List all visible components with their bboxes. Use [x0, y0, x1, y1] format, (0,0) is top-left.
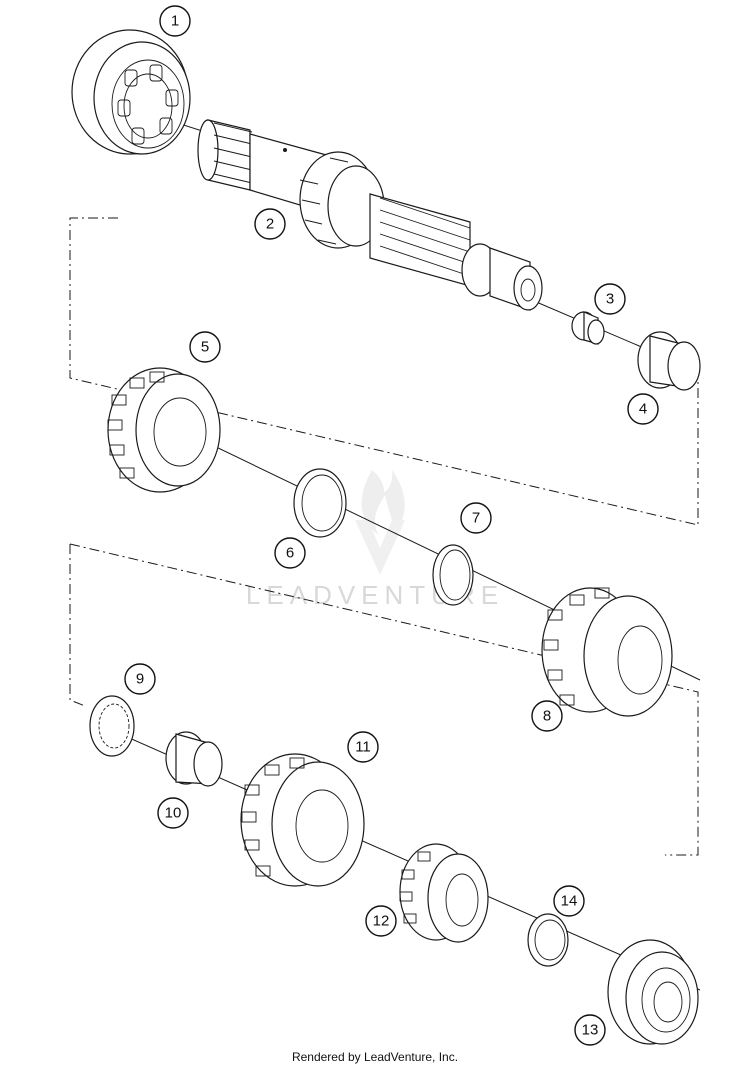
callout-7: 7: [460, 502, 492, 534]
svg-text:12: 12: [373, 913, 390, 930]
callout-10: 10: [157, 797, 189, 829]
callout-13: 13: [574, 1014, 606, 1046]
part-1-roller-bearing: [71, 29, 191, 155]
callout-1: 1: [159, 5, 191, 37]
part-6-thrust-washer: [293, 468, 347, 538]
part-12-gear: [399, 843, 489, 943]
svg-text:11: 11: [355, 739, 371, 756]
part-7-snap-ring: [432, 544, 474, 606]
part-4-bearing-race: [637, 331, 701, 391]
svg-text:10: 10: [165, 805, 182, 822]
callout-8: 8: [531, 700, 563, 732]
part-8-sliding-gear: [541, 587, 673, 717]
part-9-splined-washer: [89, 695, 135, 757]
callout-6: 6: [274, 537, 306, 569]
callout-12: 12: [365, 905, 397, 937]
svg-text:14: 14: [561, 893, 578, 910]
part-5-gear: [107, 367, 221, 493]
assembly-outline-upper: [69, 217, 699, 526]
svg-text:2: 2: [266, 216, 274, 233]
svg-text:3: 3: [606, 291, 614, 308]
svg-text:5: 5: [201, 339, 209, 356]
svg-text:7: 7: [472, 510, 480, 527]
callout-5: 5: [189, 331, 221, 363]
part-14-thrust-washer: [527, 913, 569, 967]
assembly-outline-lower: [69, 543, 699, 856]
callout-4: 4: [627, 393, 659, 425]
part-11-gear: [240, 753, 365, 887]
part-2-main-shaft: [197, 119, 543, 311]
callout-14: 14: [553, 885, 585, 917]
svg-text:9: 9: [136, 671, 144, 688]
callout-2: 2: [254, 208, 286, 240]
watermark-flame-icon: [355, 470, 405, 575]
callout-11: 11: [347, 731, 379, 763]
svg-text:13: 13: [582, 1022, 599, 1039]
svg-text:8: 8: [543, 708, 551, 725]
part-13-roller-bearing: [607, 939, 699, 1045]
svg-text:6: 6: [286, 545, 294, 562]
part-10-bushing: [165, 731, 223, 787]
callout-3: 3: [594, 283, 626, 315]
part-3-needle-bushing: [571, 311, 605, 345]
svg-text:1: 1: [171, 13, 179, 30]
footer-credit: Rendered by LeadVenture, Inc.: [291, 1050, 459, 1064]
callout-9: 9: [124, 663, 156, 695]
svg-text:4: 4: [639, 401, 647, 418]
